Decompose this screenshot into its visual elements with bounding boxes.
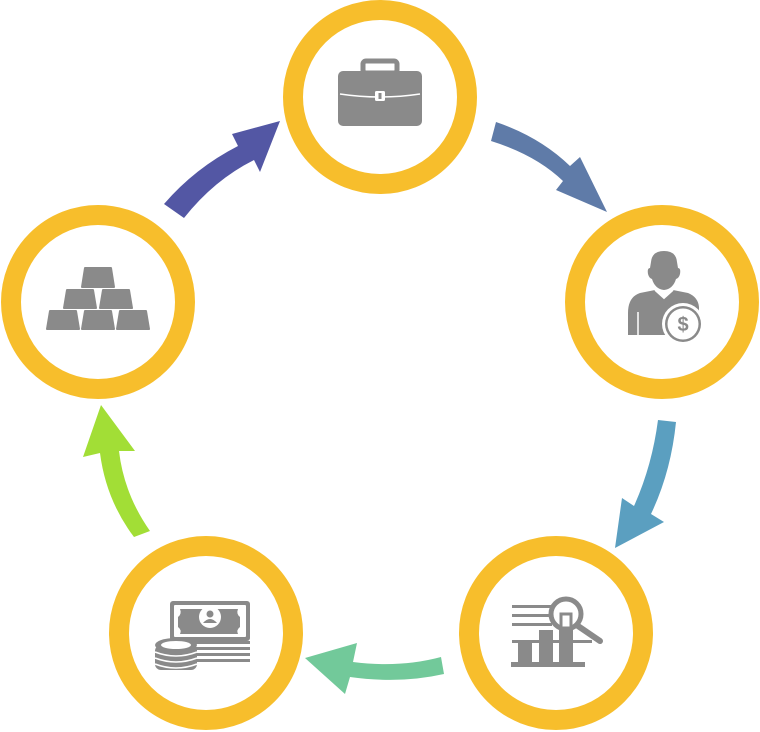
step-gold xyxy=(1,205,195,399)
cash-coins-icon xyxy=(154,601,250,670)
arrow-briefcase-to-investor xyxy=(491,122,607,212)
step-analysis xyxy=(459,536,653,730)
gold-bars-icon xyxy=(46,267,150,330)
ring-analysis xyxy=(459,536,653,730)
chart-magnifier-icon xyxy=(511,596,603,667)
svg-text:$: $ xyxy=(677,314,688,336)
arrow-gold-to-briefcase xyxy=(164,121,280,218)
step-briefcase xyxy=(283,0,477,194)
step-cash xyxy=(109,536,303,730)
briefcase-icon xyxy=(338,58,422,126)
step-investor: $ xyxy=(565,205,759,399)
arrow-analysis-to-cash xyxy=(305,643,444,694)
ring-gold xyxy=(1,205,195,399)
arrow-cash-to-gold xyxy=(83,405,150,537)
arrow-investor-to-analysis xyxy=(615,420,676,548)
person-dollar-icon: $ xyxy=(628,251,704,345)
